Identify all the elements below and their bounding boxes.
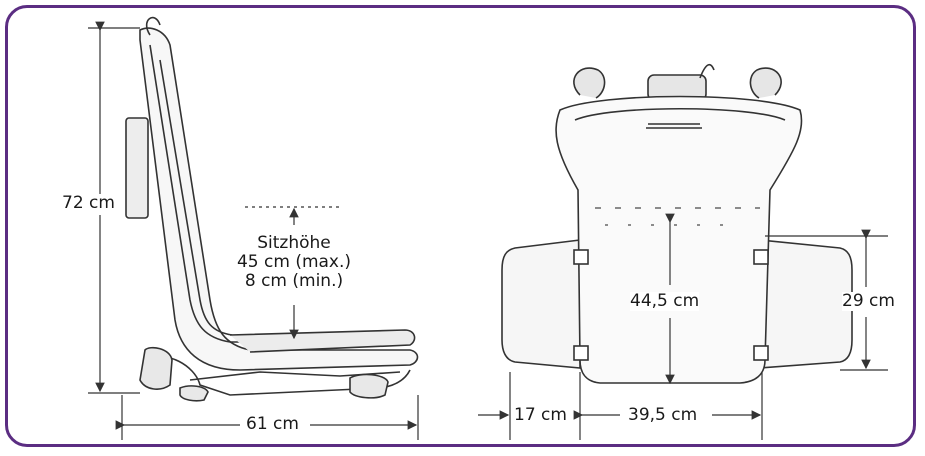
seat-height-max: 45 cm (max.) xyxy=(236,252,352,272)
height-72-label: 72 cm xyxy=(62,193,115,213)
seat-height-dimension xyxy=(245,206,340,340)
depth-61-label: 61 cm xyxy=(246,414,299,434)
front-dashes xyxy=(595,207,760,226)
seat-height-min: 8 cm (min.) xyxy=(244,271,344,291)
flap-height-dimension xyxy=(765,229,888,371)
seat-height-label: Sitzhöhe 45 cm (max.) 8 cm (min.) xyxy=(228,234,360,291)
inner-height-label: 44,5 cm xyxy=(630,291,700,311)
flap-height-label: 29 cm xyxy=(842,291,895,311)
side-height-dimension xyxy=(88,21,140,394)
seat-width-label: 39,5 cm xyxy=(628,405,698,425)
width-dimensions xyxy=(478,372,763,440)
side-depth-dimension xyxy=(115,395,419,440)
flap-width-label: 17 cm xyxy=(514,405,567,425)
front-view-chair xyxy=(501,63,853,384)
diagram-frame xyxy=(5,5,916,447)
seat-height-title: Sitzhöhe xyxy=(257,233,331,253)
side-view-chair xyxy=(125,16,419,402)
